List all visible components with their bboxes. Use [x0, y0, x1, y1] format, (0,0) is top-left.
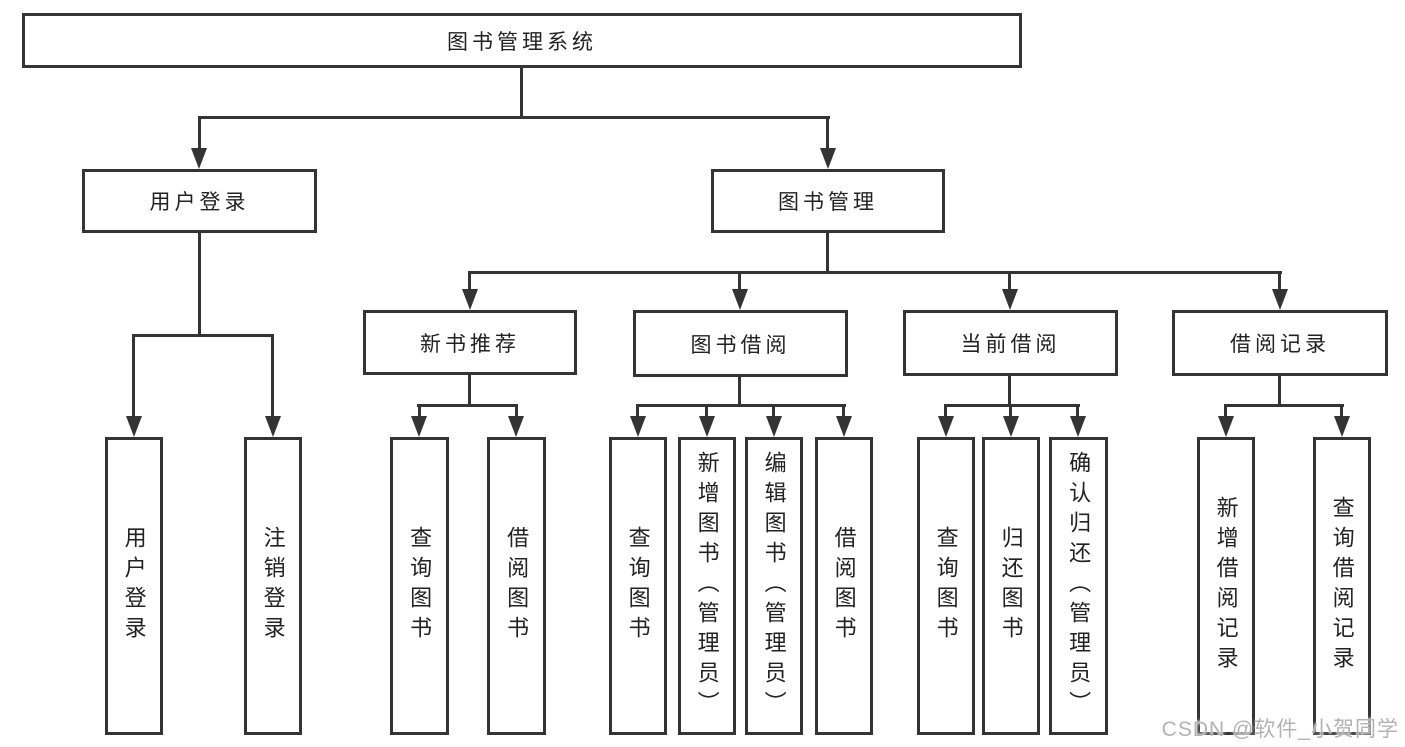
arrow-down-icon [836, 416, 852, 437]
csdn-watermark: CSDN @软件_小贺同学 [1161, 718, 1399, 741]
node-leaf-logout: 注销登录 [244, 437, 302, 735]
arrow-down-icon [1334, 416, 1350, 437]
connector-user-login-rail [132, 334, 274, 337]
connector-drop [636, 404, 639, 420]
leaf-label: 编辑图书（管理员） [761, 451, 787, 721]
leaf-label: 查询借阅记录 [1329, 496, 1355, 676]
connector-rail-borrow-records [1224, 404, 1344, 407]
node-leaf-add-borrow-record: 新增借阅记录 [1197, 437, 1255, 735]
arrow-down-icon [630, 416, 646, 437]
node-leaf-borrow-books-1: 借阅图书 [487, 437, 546, 735]
arrow-down-icon [411, 416, 427, 437]
node-leaf-query-books-1: 查询图书 [390, 437, 449, 735]
connector-drop [944, 404, 947, 420]
connector-root-stem [520, 68, 523, 117]
connector-drop-book-borrowing [738, 271, 741, 295]
node-leaf-add-books-admin: 新增图书（管理员） [678, 437, 736, 735]
connector-drop [1009, 404, 1012, 420]
leaf-label: 新增图书（管理员） [694, 451, 720, 721]
leaf-label: 查询图书 [933, 526, 959, 646]
connector-drop [772, 404, 775, 420]
arrow-down-icon [508, 416, 524, 437]
arrow-down-icon [265, 416, 281, 437]
connector-level2-rail [198, 116, 830, 119]
connector-drop [1340, 404, 1343, 420]
node-leaf-return-books: 归还图书 [982, 437, 1040, 735]
connector-drop [515, 404, 518, 420]
arrow-down-icon [699, 416, 715, 437]
connector-drop-borrow-records [1278, 271, 1281, 295]
connector-borrow-records-stem [1278, 375, 1281, 406]
node-book-management: 图书管理 [711, 169, 945, 233]
connector-current-borrowing-stem [1008, 375, 1011, 406]
node-leaf-user-login: 用户登录 [105, 437, 163, 735]
connector-book-management-stem [826, 233, 829, 274]
arrow-down-icon [1070, 416, 1086, 437]
leaf-label: 借阅图书 [504, 526, 530, 646]
connector-rail-current-borrowing [944, 404, 1080, 407]
connector-new-book-recommend-stem [468, 375, 471, 406]
leaf-label: 归还图书 [998, 526, 1024, 646]
arrow-down-icon [820, 148, 836, 169]
leaf-label: 用户登录 [121, 526, 147, 646]
connector-drop-user-login-child1 [132, 334, 135, 420]
connector-drop [418, 404, 421, 420]
leaf-label: 查询图书 [407, 526, 433, 646]
node-user-login: 用户登录 [82, 169, 317, 233]
connector-drop [842, 404, 845, 420]
leaf-label: 查询图书 [625, 526, 651, 646]
connector-drop-user-login [198, 116, 201, 152]
arrow-down-icon [1002, 289, 1018, 310]
connector-book-borrowing-stem [738, 375, 741, 406]
connector-level3-rail [468, 271, 1282, 274]
connector-drop [1076, 404, 1079, 420]
arrow-down-icon [191, 148, 207, 169]
node-library-system: 图书管理系统 [22, 13, 1022, 68]
connector-drop-new-book-recommend [468, 271, 471, 295]
leaf-label: 确认归还（管理员） [1066, 451, 1092, 721]
node-book-borrowing: 图书借阅 [633, 310, 848, 377]
connector-drop [1224, 404, 1227, 420]
connector-user-login-stem [198, 233, 201, 336]
connector-drop-logout [271, 334, 274, 420]
node-new-book-recommend: 新书推荐 [363, 310, 577, 375]
connector-rail-book-borrowing [636, 404, 846, 407]
arrow-down-icon [126, 416, 142, 437]
connector-drop-current-borrowing [1008, 271, 1011, 295]
arrow-down-icon [1003, 416, 1019, 437]
connector-drop-book-management [826, 116, 829, 152]
leaf-label: 新增借阅记录 [1213, 496, 1239, 676]
node-leaf-borrow-books-2: 借阅图书 [815, 437, 873, 735]
arrow-down-icon [766, 416, 782, 437]
arrow-down-icon [462, 289, 478, 310]
node-leaf-query-books-3: 查询图书 [917, 437, 975, 735]
arrow-down-icon [732, 289, 748, 310]
node-borrow-records: 借阅记录 [1172, 310, 1388, 376]
node-leaf-query-borrow-record: 查询借阅记录 [1313, 437, 1371, 735]
node-leaf-query-books-2: 查询图书 [609, 437, 667, 735]
node-leaf-edit-books-admin: 编辑图书（管理员） [745, 437, 803, 735]
leaf-label: 注销登录 [260, 526, 286, 646]
arrow-down-icon [938, 416, 954, 437]
node-current-borrowing: 当前借阅 [903, 310, 1118, 376]
node-leaf-confirm-return-admin: 确认归还（管理员） [1049, 437, 1108, 735]
arrow-down-icon [1218, 416, 1234, 437]
connector-rail-new-book-recommend [417, 404, 518, 407]
connector-drop [705, 404, 708, 420]
arrow-down-icon [1272, 289, 1288, 310]
leaf-label: 借阅图书 [831, 526, 857, 646]
